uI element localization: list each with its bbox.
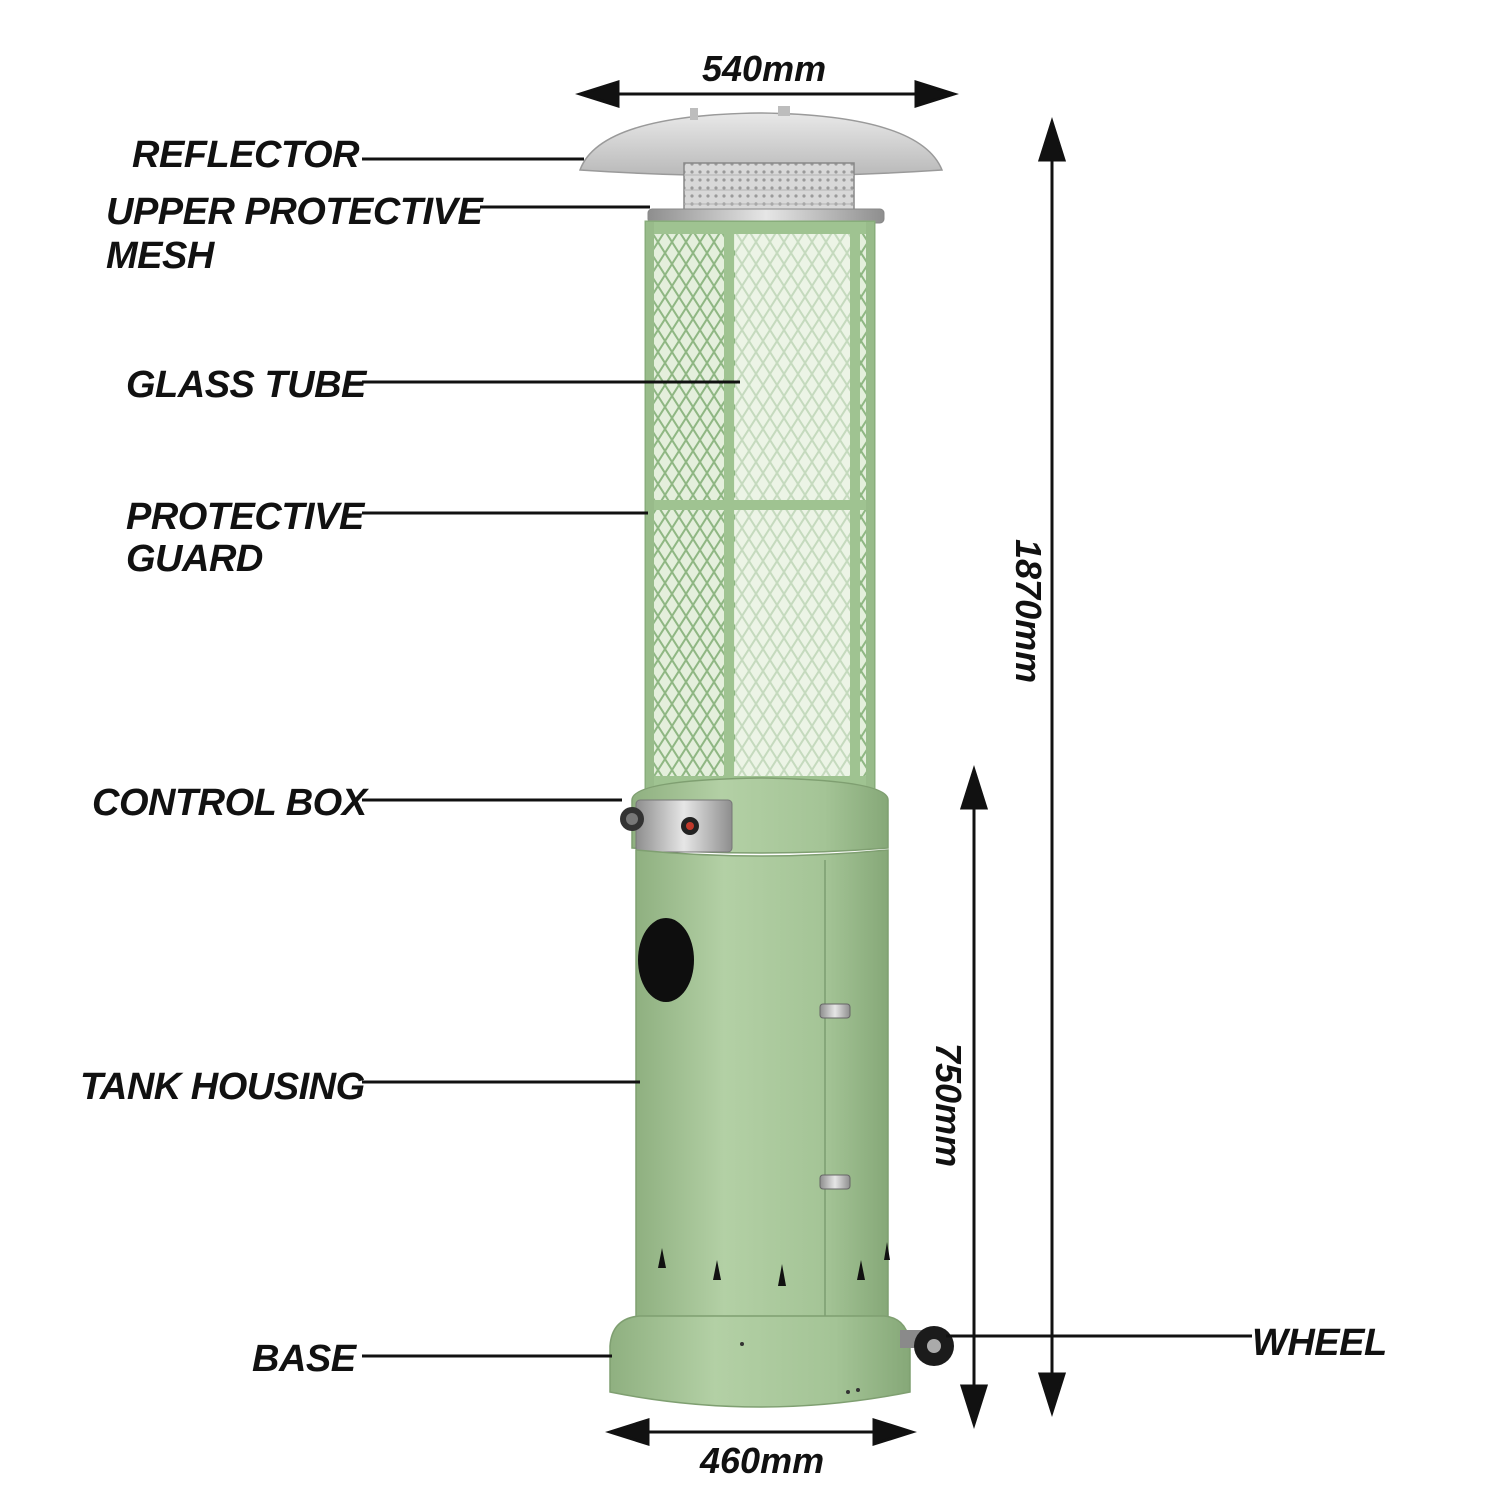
tank-housing-label: TANK HOUSING [80, 1066, 365, 1108]
wheel-label: WHEEL [1252, 1322, 1387, 1364]
reflector-label: REFLECTOR [132, 134, 360, 176]
upper-mesh-shape [647, 162, 885, 224]
upper-mesh-label-line2: MESH [106, 235, 214, 277]
guard-label-line1: PROTECTIVE [126, 496, 364, 538]
top-width-label: 540mm [702, 48, 827, 89]
dimension-arrows [575, 79, 1067, 1447]
base-shape [609, 1315, 911, 1408]
glass-tube-label: GLASS TUBE [126, 364, 366, 406]
leader-lines [362, 157, 1252, 1358]
guard-label-line2: GUARD [126, 538, 263, 580]
total-height-label: 1870mm [1008, 539, 1049, 684]
tank-housing-shape [635, 849, 890, 1351]
control-box-label: CONTROL BOX [92, 782, 367, 824]
control-box-shape [620, 777, 889, 854]
guard-shape [644, 220, 876, 790]
base-width-label: 460mm [700, 1440, 825, 1481]
wheel-shape [900, 1326, 954, 1366]
housing-height-label: 750mm [928, 1043, 969, 1168]
base-label: BASE [252, 1338, 356, 1380]
upper-mesh-label-line1: UPPER PROTECTIVE [106, 191, 483, 233]
